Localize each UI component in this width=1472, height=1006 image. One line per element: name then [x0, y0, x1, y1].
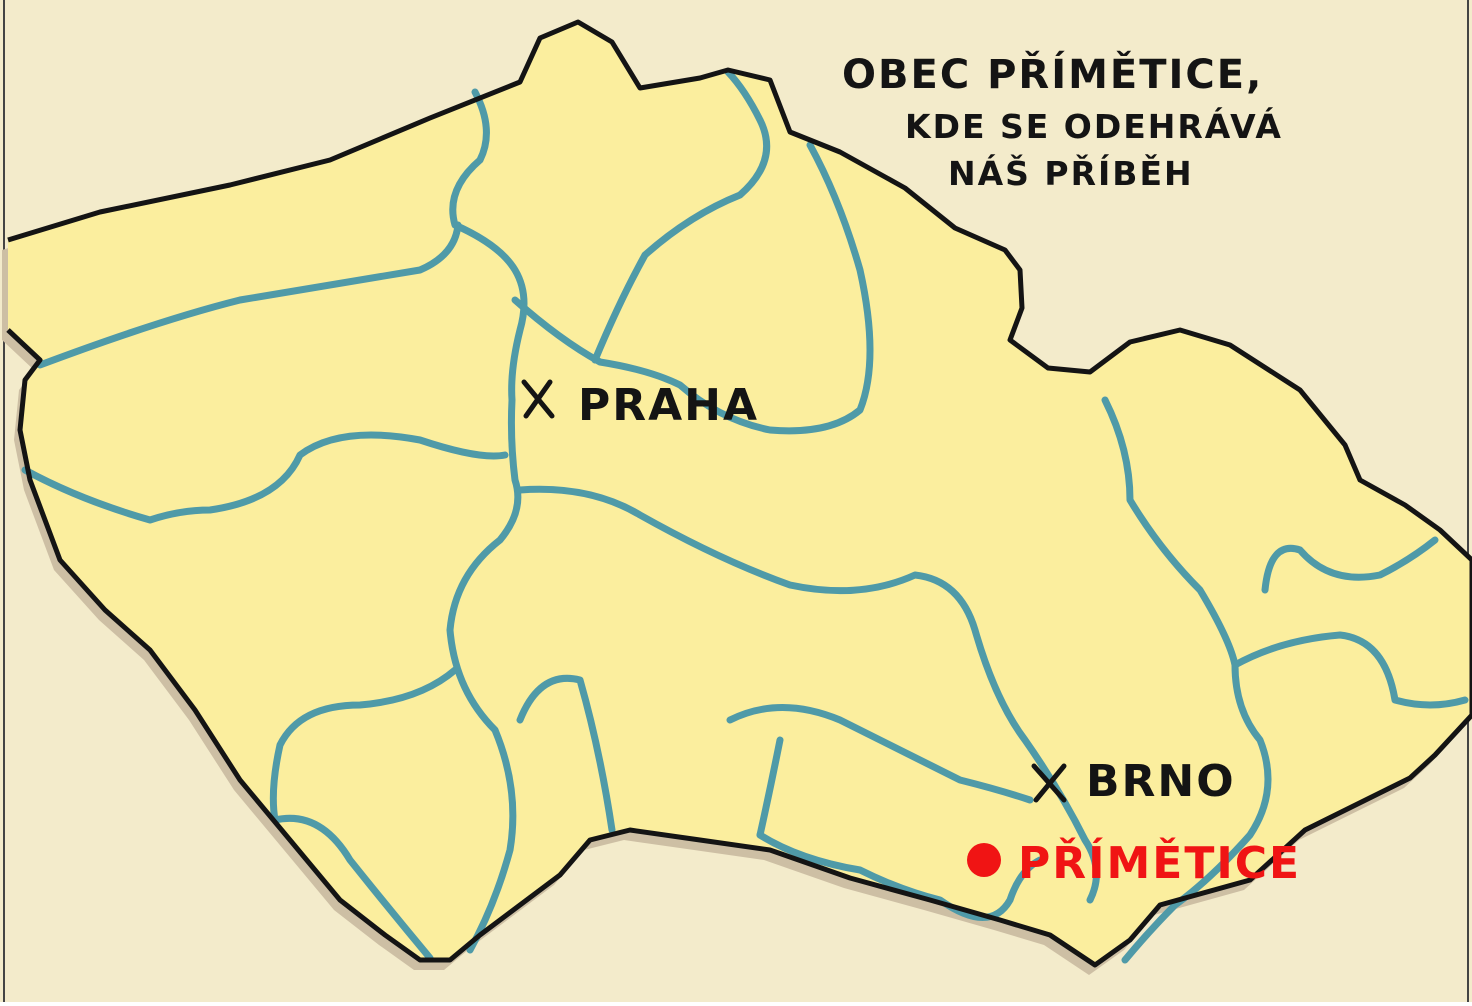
story-annotation: OBEC PŘÍMĚTICE, KDE SE ODEHRÁVÁ NÁŠ PŘÍB…: [842, 50, 1283, 193]
city-label-brno: BRNO: [1086, 756, 1236, 807]
river: [591, 68, 771, 364]
annotation-line-3: NÁŠ PŘÍBĚH: [948, 153, 1194, 193]
river: [271, 814, 434, 962]
city-brno[interactable]: BRNO: [1031, 756, 1236, 807]
river: [516, 674, 616, 834]
river: [269, 666, 459, 824]
village-primetice[interactable]: PŘÍMĚTICE: [967, 836, 1301, 889]
czech-republic-land: [8, 22, 1472, 965]
rivers: [21, 68, 1469, 964]
city-label-praha: PRAHA: [578, 380, 759, 431]
river: [511, 141, 874, 435]
country-border: [6, 19, 1472, 968]
river: [516, 485, 1100, 904]
x-marker-icon: [1031, 763, 1067, 803]
river: [756, 831, 1044, 921]
river: [756, 736, 784, 839]
x-marker-icon: [521, 379, 555, 419]
river: [21, 431, 509, 524]
red-dot-icon: [967, 843, 1001, 877]
city-praha[interactable]: PRAHA: [521, 379, 759, 431]
river: [1121, 661, 1272, 964]
annotation-line-1: OBEC PŘÍMĚTICE,: [842, 50, 1263, 98]
village-label-primetice: PŘÍMĚTICE: [1018, 836, 1301, 889]
river: [1261, 536, 1439, 594]
river: [36, 221, 462, 369]
annotation-line-2: KDE SE ODEHRÁVÁ: [905, 106, 1283, 146]
river: [446, 88, 528, 954]
river: [726, 704, 1034, 804]
